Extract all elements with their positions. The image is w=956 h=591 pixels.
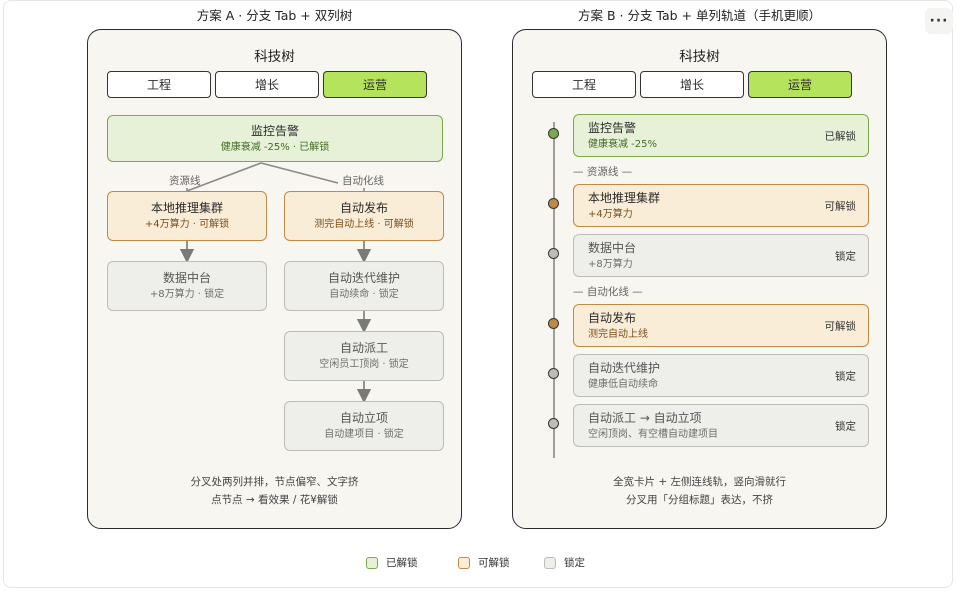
tab-engineering[interactable]: 工程 [107, 71, 211, 98]
card-auto-release[interactable]: 自动发布 测完自动上线 可解锁 [573, 304, 869, 347]
rail-dot [548, 418, 559, 429]
legend-swatch [544, 556, 556, 569]
tab-engineering[interactable]: 工程 [532, 71, 636, 98]
tab-operations[interactable]: 运营 [748, 71, 852, 98]
legend-swatch [366, 556, 378, 569]
legend-swatch [458, 556, 470, 569]
panel-a-heading: 方案 A · 分支 Tab + 双列树 [196, 8, 353, 23]
group-label-automation: — 自动化线 — [573, 286, 643, 298]
more-options-button[interactable]: ··· [925, 8, 953, 34]
group-label-resource: — 资源线 — [573, 166, 633, 178]
panel-b: 科技树 工程 增长 运营 监控告警 健康衰减 -25% 已解锁 — 资源线 — … [512, 29, 887, 529]
status-badge: 已解锁 [824, 130, 857, 142]
more-horizontal-icon: ··· [929, 13, 949, 29]
card-local-inference-cluster[interactable]: 本地推理集群 +4万算力 可解锁 [573, 184, 869, 227]
tree-connectors [179, 162, 372, 404]
node-auto-dispatch[interactable]: 自动派工 空闲员工顶岗 · 锁定 [284, 331, 444, 381]
card-auto-dispatch-project[interactable]: 自动派工 → 自动立项 空闲顶岗、有空槽自动建项目 锁定 [573, 404, 869, 447]
status-badge: 可解锁 [824, 200, 857, 212]
branch-connector-right [260, 162, 339, 184]
legend-unlocked: 已解锁 [366, 555, 418, 570]
rail-track [553, 122, 555, 458]
legend-locked: 锁定 [544, 555, 585, 570]
tech-tree-title: 科技树 [679, 49, 720, 65]
node-local-inference-cluster[interactable]: 本地推理集群 +4万算力 · 可解锁 [107, 191, 267, 241]
status-badge: 锁定 [835, 420, 856, 432]
tab-operations[interactable]: 运营 [323, 71, 427, 98]
node-auto-iteration[interactable]: 自动迭代维护 自动续命 · 锁定 [284, 261, 444, 311]
status-badge: 锁定 [835, 250, 856, 262]
tab-growth[interactable]: 增长 [640, 71, 744, 98]
panel-b-heading: 方案 B · 分支 Tab + 单列轨道（手机更顺） [577, 8, 822, 23]
rail-dot [548, 368, 559, 379]
node-auto-project[interactable]: 自动立项 自动建项目 · 锁定 [284, 401, 444, 451]
node-auto-release[interactable]: 自动发布 测完自动上线 · 可解锁 [284, 191, 444, 241]
branch-connector-left [186, 162, 262, 192]
card-data-platform[interactable]: 数据中台 +8万算力 锁定 [573, 234, 869, 277]
branch-label-automation: 自动化线 [342, 175, 384, 187]
tab-growth[interactable]: 增长 [215, 71, 319, 98]
panel-a-note-2: 点节点 → 看效果 / 花¥解锁 [211, 494, 338, 506]
rail-dot [548, 128, 559, 139]
rail-dot [548, 248, 559, 259]
card-monitoring-alert[interactable]: 监控告警 健康衰减 -25% 已解锁 [573, 114, 869, 157]
panel-a: 科技树 工程 增长 运营 监控告警 健康衰减 -25% · 已解锁 资源线 自动… [87, 29, 462, 529]
legend-unlockable: 可解锁 [458, 555, 510, 570]
card-auto-iteration[interactable]: 自动迭代维护 健康低自动续命 锁定 [573, 354, 869, 397]
panel-b-note-2: 分叉用「分组标题」表达，不挤 [626, 494, 773, 506]
rail-dot [548, 198, 559, 209]
rail-dot [548, 318, 559, 329]
status-badge: 可解锁 [824, 320, 857, 332]
tech-tree-title: 科技树 [254, 49, 295, 65]
status-badge: 锁定 [835, 370, 856, 382]
canvas-frame [3, 0, 953, 588]
node-monitoring-alert[interactable]: 监控告警 健康衰减 -25% · 已解锁 [107, 115, 443, 162]
panel-b-note-1: 全宽卡片 + 左侧连线轨，竖向滑就行 [613, 476, 786, 488]
node-data-platform[interactable]: 数据中台 +8万算力 · 锁定 [107, 261, 267, 311]
panel-a-note-1: 分叉处两列并排，节点偏窄、文字挤 [190, 476, 359, 488]
branch-label-resource: 资源线 [169, 175, 201, 187]
